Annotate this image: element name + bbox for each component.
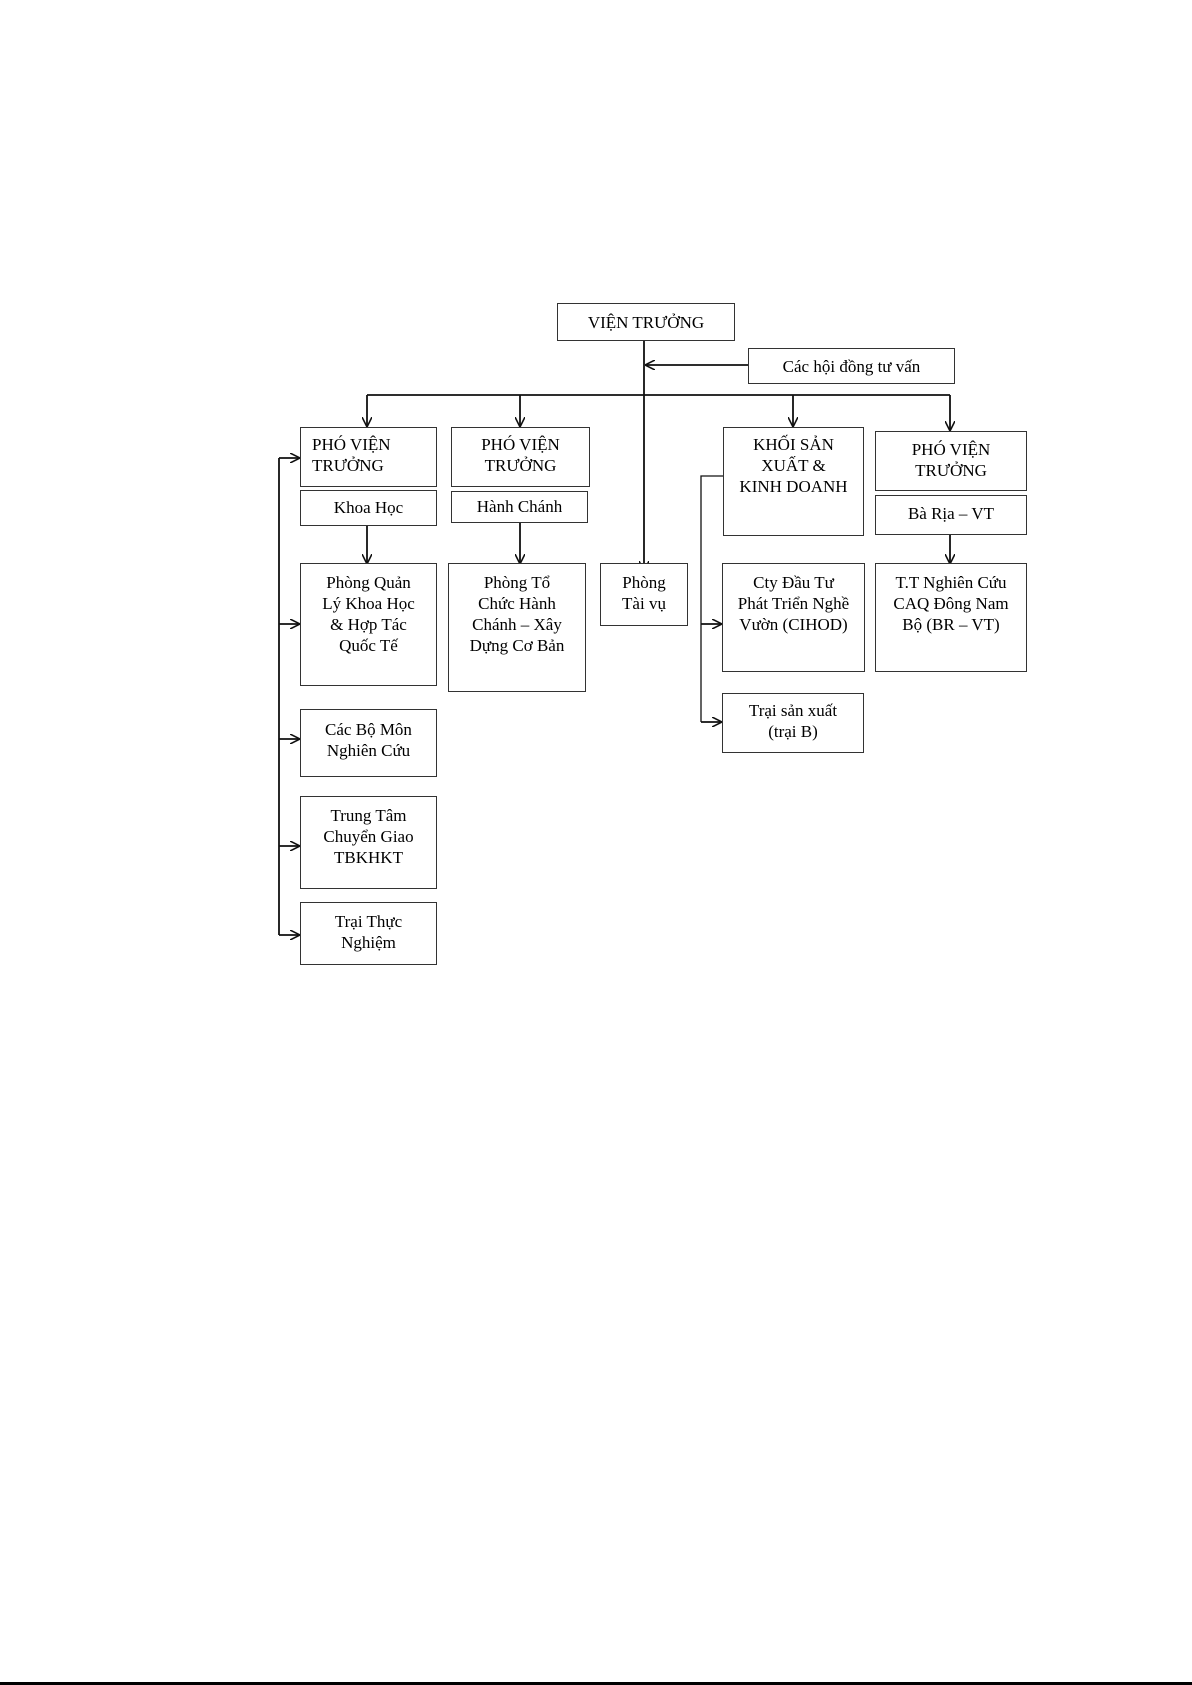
director-label: VIỆN TRƯỞNG: [587, 313, 705, 332]
research-depts-box: Các Bộ Môn Nghiên Cứu: [300, 709, 437, 777]
cihod-box: Cty Đầu Tư Phát Triển Nghề Vườn (CIHOD): [722, 563, 865, 672]
advisory-box: Các hội đồng tư vấn: [748, 348, 955, 384]
vp-baria-sub-box: Bà Rịa – VT: [875, 495, 1027, 535]
vp-science-sub-box: Khoa Học: [300, 490, 437, 526]
admin-office-box: Phòng Tổ Chức Hành Chánh – Xây Dựng Cơ B…: [448, 563, 586, 692]
business-box: KHỐI SẢN XUẤT & KINH DOANH: [723, 427, 864, 536]
business-bracket: [700, 475, 723, 722]
transfer-center-box: Trung Tâm Chuyển Giao TBKHKT: [300, 796, 437, 889]
page-bottom-rule: [0, 1682, 1192, 1685]
advisory-label: Các hội đồng tư vấn: [782, 357, 921, 376]
vp-admin-sub-box: Hành Chánh: [451, 491, 588, 523]
finance-box: Phòng Tài vụ: [600, 563, 688, 626]
vp-admin-box: PHÓ VIỆN TRƯỞNG: [451, 427, 590, 487]
research-center-br-box: T.T Nghiên Cứu CAQ Đông Nam Bộ (BR – VT): [875, 563, 1027, 672]
sci-mgmt-box: Phòng Quản Lý Khoa Học & Hợp Tác Quốc Tế: [300, 563, 437, 686]
vp-science-box: PHÓ VIỆN TRƯỞNG: [300, 427, 437, 487]
vp-baria-box: PHÓ VIỆN TRƯỞNG: [875, 431, 1027, 491]
director-box: VIỆN TRƯỞNG: [557, 303, 735, 341]
farm-b-box: Trại sản xuất (trại B): [722, 693, 864, 753]
exp-farm-box: Trại Thực Nghiệm: [300, 902, 437, 965]
